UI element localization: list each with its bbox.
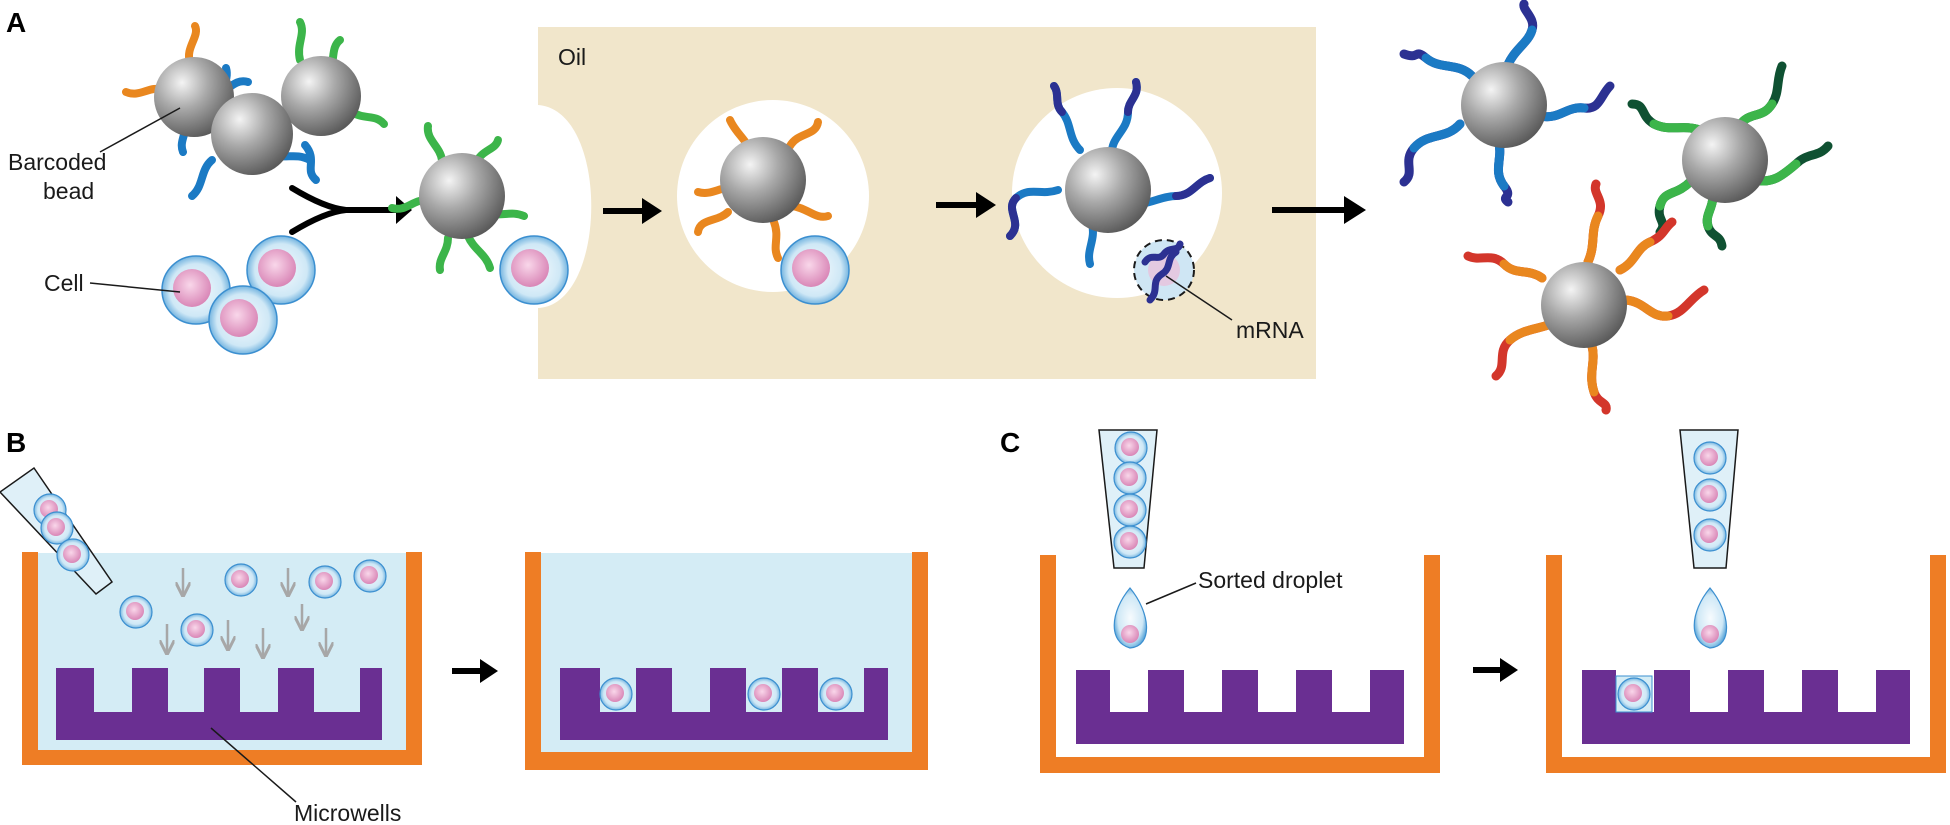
output-bead-blue [1461, 62, 1547, 148]
barcoded-bead-label-line2: bead [43, 178, 94, 204]
lysed-cell [1133, 239, 1195, 304]
sorting-plate-after [1546, 555, 1946, 773]
sorted-droplet-pointer [1145, 582, 1197, 605]
barcoded-bead-label-line1: Barcoded [8, 149, 106, 175]
panel-label-b: B [6, 427, 26, 458]
inlet-cell [499, 235, 569, 305]
barcoded-bead-pointer [99, 107, 181, 153]
droplet-cell [780, 235, 850, 305]
panel-label-a: A [6, 7, 26, 38]
droplet-bead [720, 137, 806, 223]
arrow-a3 [1272, 196, 1366, 224]
panel-label-c: C [1000, 427, 1020, 458]
microwells-label: Microwells [294, 800, 401, 825]
sorting-plate-before [1040, 555, 1440, 773]
output-bead-barcodes-green [1627, 61, 1833, 251]
output-bead-red [1541, 262, 1627, 348]
arrow-a1 [603, 198, 662, 224]
microwells-before [56, 668, 382, 740]
cell-input-3 [208, 285, 278, 355]
arrow-c [1473, 658, 1518, 682]
pipette-b [0, 466, 114, 596]
sorted-droplet [1113, 587, 1148, 649]
mrna-pointer [1165, 275, 1233, 321]
oil-label: Oil [558, 44, 586, 70]
arrow-b [452, 659, 498, 683]
arrow-a2 [936, 192, 996, 218]
sorting-pipette-after [1679, 429, 1739, 569]
cell-pointer [89, 282, 181, 293]
output-bead-green [1682, 117, 1768, 203]
next-droplet [1693, 587, 1728, 649]
capture-bead [1065, 147, 1151, 233]
output-bead-barcodes-blue [1399, 0, 1615, 207]
settling-arrows [167, 568, 326, 656]
sorting-wells-after [1582, 670, 1910, 744]
sorting-wells-before [1076, 670, 1404, 744]
microwell-plate-after [525, 552, 928, 770]
microwells-pointer [210, 727, 297, 803]
mrna-label: mRNA [1236, 317, 1304, 343]
sorted-cell-in-well [1617, 677, 1651, 711]
bead-input-2 [211, 93, 293, 175]
sorted-droplet-label: Sorted droplet [1198, 567, 1343, 593]
inlet-bead [419, 153, 505, 239]
cell-label: Cell [44, 270, 84, 296]
bead-input-1 [154, 57, 234, 137]
sorting-pipette-before [1098, 429, 1158, 569]
bead-input-3 [281, 56, 361, 136]
microwells-after [560, 668, 888, 740]
microwell-plate-before [22, 552, 422, 765]
